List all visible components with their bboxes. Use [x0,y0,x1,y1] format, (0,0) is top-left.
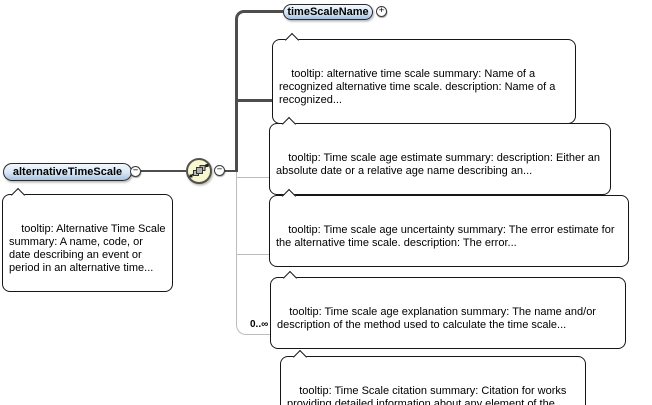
connector-corner-bottom [236,315,252,335]
cardinality-label: 0..∞ [250,319,269,330]
expand-toggle-timeScaleName[interactable]: + [376,6,387,17]
tooltip-pointer [292,349,308,365]
tooltip-timeScaleName: tooltip: alternative time scale summary:… [272,32,576,124]
tooltip-timeScaleCitation: tooltip: Time Scale citation summary: Ci… [280,349,586,405]
collapse-icon: − [132,165,139,177]
connector-corner-top [235,10,251,26]
expand-icon: + [378,5,385,17]
collapse-icon: − [216,164,223,176]
connector-branch-timeScaleAgeUncertainty [237,177,281,178]
connector-branch-timeScaleAgeExplanation [237,254,279,255]
tooltip-timeScaleAgeEstimate: tooltip: Time scale age estimate summary… [269,116,611,195]
connector-branch-timeScaleName [249,10,283,13]
connector-branch-timeScaleCitation [252,334,280,335]
tooltip-pointer [10,187,26,203]
tooltip-text: tooltip: Time Scale citation summary: Ci… [287,385,567,405]
tooltip-alternativeTimeScale: tooltip: Alternative Time Scale summary:… [2,187,173,292]
tooltip-pointer [284,32,300,48]
element-label: alternativeTimeScale [12,166,123,178]
element-node-alternativeTimeScale[interactable]: alternativeTimeScale [3,163,132,181]
connector-trunk-upper [235,24,238,172]
tooltip-text: tooltip: Alternative Time Scale summary:… [9,223,166,274]
tooltip-pointer [282,270,298,286]
connector-collapse-to-trunk [225,170,238,172]
tooltip-timeScaleAgeExplanation: tooltip: Time scale age explanation summ… [270,270,626,349]
tooltip-timeScaleAgeUncertainty: tooltip: Time scale age uncertainty summ… [269,188,629,267]
collapse-toggle-root[interactable]: − [130,166,141,177]
collapse-toggle-sequence[interactable]: − [214,165,225,176]
connector-root-to-collapse [141,170,186,172]
tooltip-text: tooltip: Time scale age explanation summ… [277,306,596,331]
tooltip-text: tooltip: Time scale age uncertainty summ… [276,224,615,249]
element-label: timeScaleName [287,6,369,18]
connector-trunk-lower [236,172,237,315]
tooltip-text: tooltip: Time scale age estimate summary… [276,152,601,177]
sequence-compositor[interactable] [186,158,212,184]
sequence-icon [189,164,209,178]
element-node-timeScaleName[interactable]: timeScaleName [283,4,373,20]
tooltip-text: tooltip: alternative time scale summary:… [279,68,556,106]
connector-branch-timeScaleAgeEstimate [238,99,280,102]
